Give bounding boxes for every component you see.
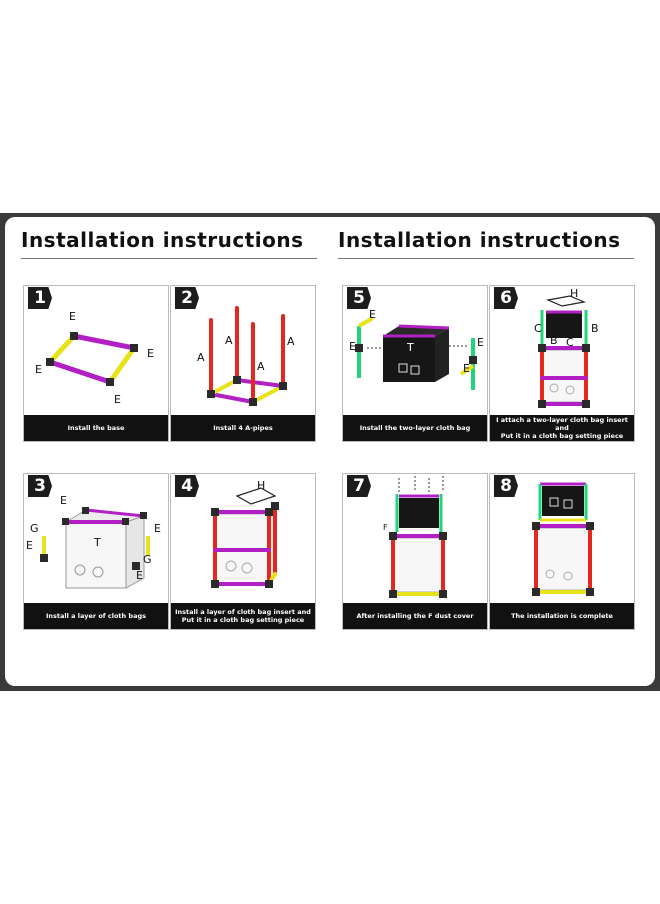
step-7-card: F 7 After installing the F dust cover [342, 473, 488, 630]
step-4-caption: Install a layer of cloth bag insert and … [171, 603, 315, 629]
step-3-label: E [154, 522, 161, 535]
heading-left: Installation instructions [21, 228, 304, 252]
heading-right: Installation instructions [338, 228, 621, 252]
step-1-label: E [69, 310, 76, 323]
heading-left-rule [21, 258, 317, 259]
step-2-label: A [257, 360, 265, 373]
step-6-label: B [550, 334, 558, 347]
step-2-illustration: A A A A [197, 306, 295, 406]
step-3-label: E [26, 539, 33, 552]
step-5-illustration: E E T E E [349, 308, 484, 390]
step-7-caption: After installing the F dust cover [343, 603, 487, 629]
step-1-label: E [147, 347, 154, 360]
step-1-label: E [114, 393, 121, 406]
step-3-illustration: E G E T E G E [26, 494, 161, 589]
step-6-illustration: H C B B C [534, 287, 599, 408]
step-6-label: B [591, 322, 599, 335]
step-5-label: E [369, 308, 376, 321]
step-8-card: 8 The installation is complete [489, 473, 635, 630]
step-4-illustration: H [211, 479, 279, 588]
step-4-number: 4 [175, 475, 199, 497]
step-3-label: G [30, 522, 39, 535]
step-8-caption: The installation is complete [490, 603, 634, 629]
step-4-card: H 4 Install a layer of cloth bag insert … [170, 473, 316, 630]
step-2-caption: Install 4 A-pipes [171, 415, 315, 441]
step-3-card: E G E T E G E 3 Install a layer of cloth… [23, 473, 169, 630]
step-6-number: 6 [494, 287, 518, 309]
step-1-number: 1 [28, 287, 52, 309]
step-7-label: F [383, 523, 388, 532]
step-6-label: C [534, 322, 542, 335]
step-8-illustration [532, 482, 594, 596]
step-6-label: C [566, 336, 574, 349]
step-2-label: A [225, 334, 233, 347]
step-3-label: T [93, 536, 101, 549]
step-3-label: E [136, 569, 143, 582]
step-7-number: 7 [347, 475, 371, 497]
step-6-label: H [570, 287, 578, 300]
step-1-label: E [35, 363, 42, 376]
step-3-label: G [143, 553, 152, 566]
step-3-number: 3 [28, 475, 52, 497]
step-1-card: E E E E 1 Install the base [23, 285, 169, 442]
step-3-caption: Install a layer of cloth bags [24, 603, 168, 629]
step-2-label: A [287, 335, 295, 348]
step-2-card: A A A A 2 Install 4 A-pipes [170, 285, 316, 442]
step-3-label: E [60, 494, 67, 507]
step-4-label: H [257, 479, 265, 492]
step-6-card: H C B B C 6 I attach a two-layer cloth b… [489, 285, 635, 442]
heading-right-rule [338, 258, 634, 259]
step-6-caption: I attach a two-layer cloth bag insert an… [490, 415, 634, 441]
step-2-number: 2 [175, 287, 199, 309]
step-8-number: 8 [494, 475, 518, 497]
step-5-card: E E T E E 5 Install the two-layer cloth … [342, 285, 488, 442]
step-5-label: E [463, 362, 470, 375]
step-5-caption: Install the two-layer cloth bag [343, 415, 487, 441]
step-5-label: T [406, 341, 414, 354]
step-2-label: A [197, 351, 205, 364]
step-5-number: 5 [347, 287, 371, 309]
step-5-label: E [477, 336, 484, 349]
step-5-label: E [349, 340, 356, 353]
step-7-illustration: F [383, 476, 447, 598]
step-1-caption: Install the base [24, 415, 168, 441]
step-1-illustration: E E E E [35, 310, 154, 406]
